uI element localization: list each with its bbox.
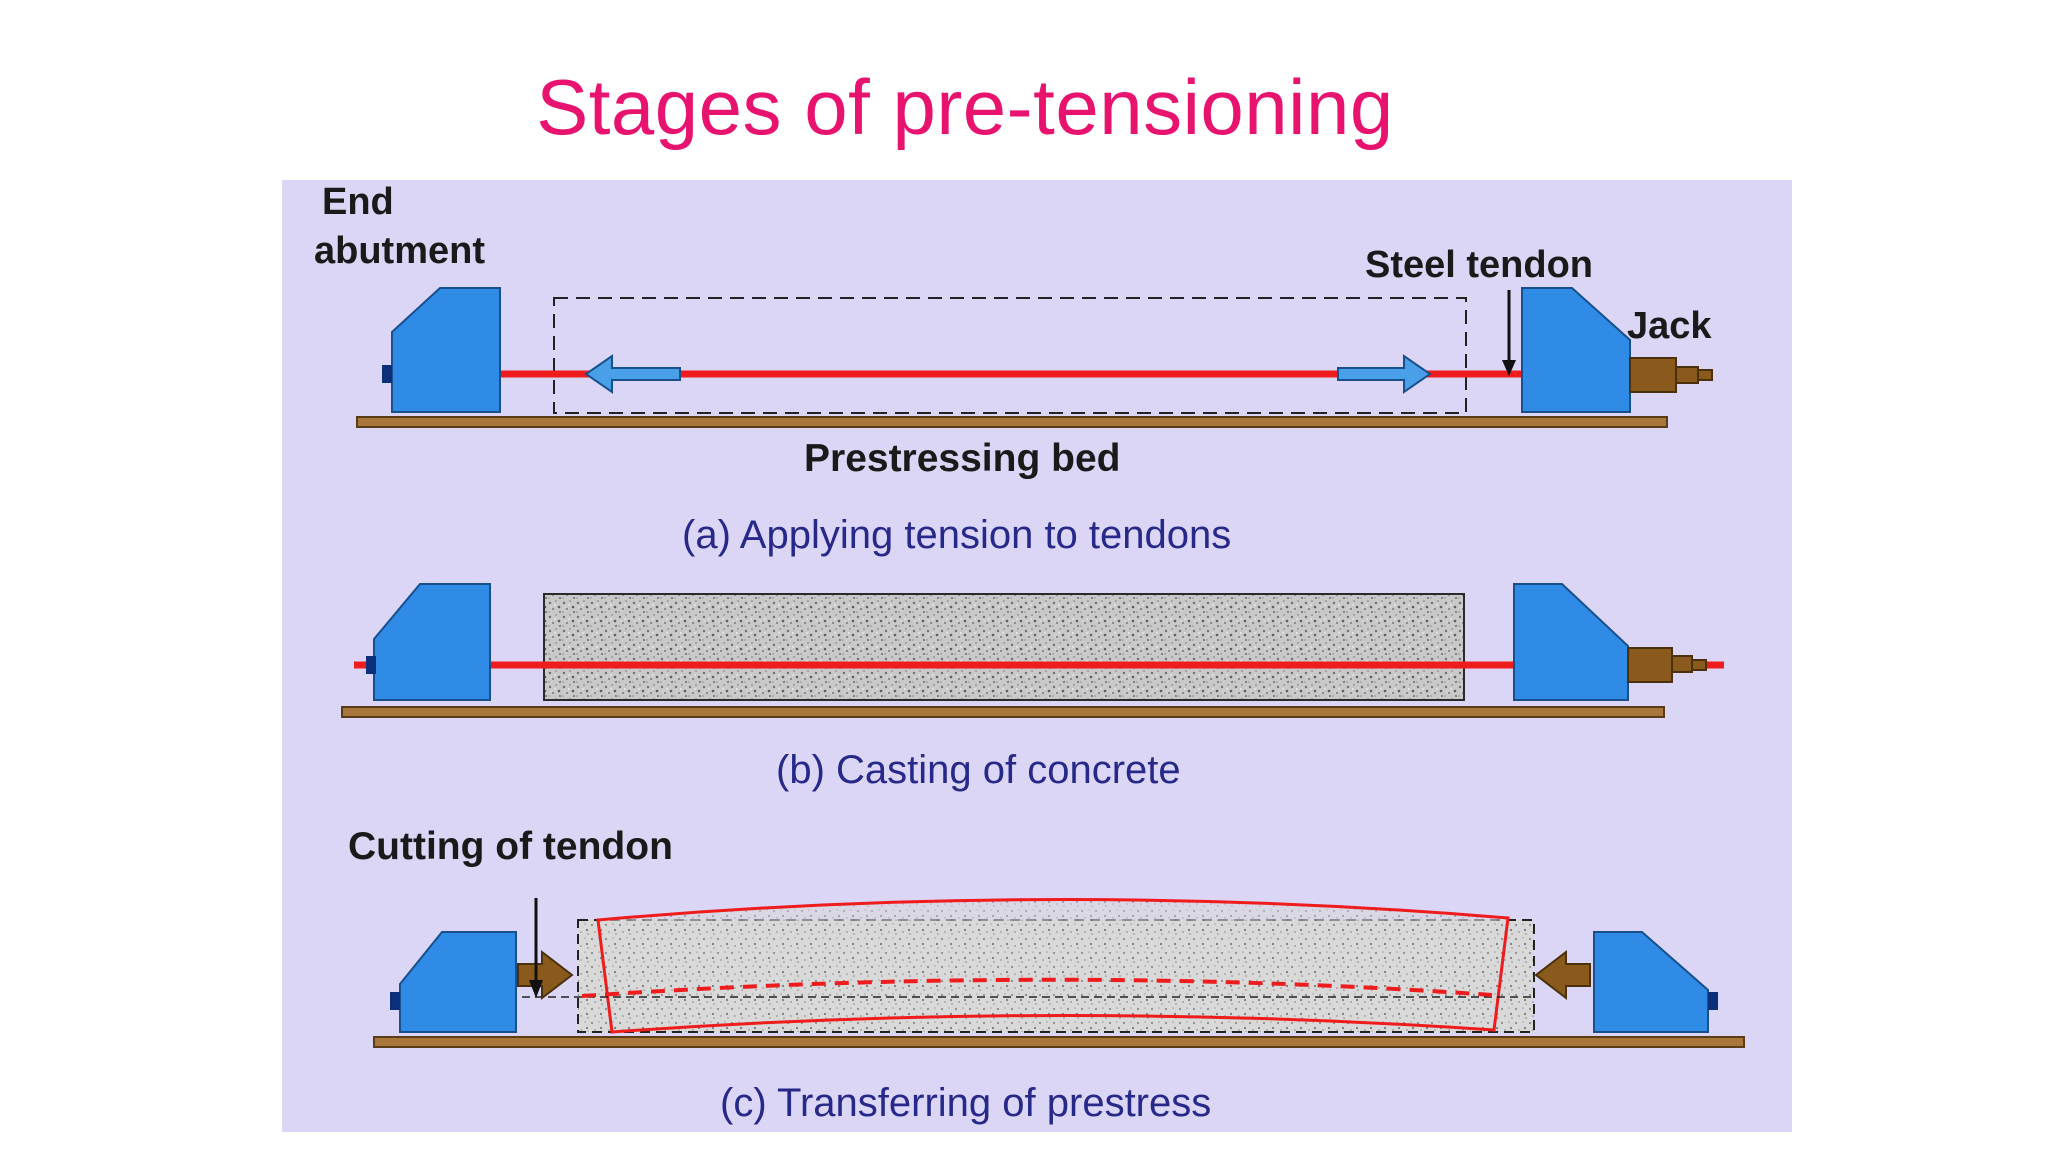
stage-c-group: Cutting of tendon (c) Transferring of pr…	[348, 825, 1745, 1125]
stage-a-group: End abutment Steel tendon Jack Prestress…	[314, 181, 1713, 557]
left-abutment-c	[399, 931, 517, 1033]
right-anchor-c	[1708, 992, 1718, 1010]
cutting-of-tendon-label: Cutting of tendon	[348, 825, 673, 868]
tension-arrow-right	[1337, 354, 1432, 394]
cutting-pointer-head	[529, 980, 543, 998]
steel-tendon-pointer-head	[1502, 360, 1516, 376]
formwork-outline-a	[553, 297, 1467, 414]
jack-body-a	[1629, 357, 1677, 393]
pretensioning-figure: End abutment Steel tendon Jack Prestress…	[282, 180, 1792, 1132]
stage-b-group: (b) Casting of concrete	[341, 583, 1724, 792]
left-abutment-a	[391, 287, 501, 413]
prestressing-bed-b	[341, 706, 1665, 718]
right-abutment-c	[1593, 931, 1709, 1033]
tension-arrow-left	[584, 354, 681, 394]
transfer-arrow-left	[517, 949, 574, 1001]
prestressing-bed-a	[356, 416, 1668, 428]
stage-c-caption: (c) Transferring of prestress	[720, 1081, 1211, 1125]
jack-piston-b	[1671, 655, 1693, 673]
left-anchor-c	[390, 992, 400, 1010]
jack-tip-b	[1691, 659, 1707, 671]
steel-tendon-label: Steel tendon	[1365, 244, 1593, 286]
stage-a-caption: (a) Applying tension to tendons	[682, 513, 1231, 557]
slide-title: Stages of pre-tensioning	[536, 63, 1394, 151]
cambered-beam-c	[596, 897, 1510, 1034]
jack-label: Jack	[1627, 305, 1712, 347]
tendon-c	[581, 977, 1493, 998]
prestressing-bed-label: Prestressing bed	[804, 437, 1120, 480]
jack-body-b	[1627, 647, 1673, 683]
end-label: End	[322, 181, 394, 223]
stage-b-caption: (b) Casting of concrete	[776, 748, 1181, 792]
pretensioning-diagram: End abutment Steel tendon Jack Prestress…	[282, 180, 1792, 1132]
concrete-beam-b	[543, 593, 1465, 701]
jack-tip-a	[1697, 369, 1713, 381]
left-anchor-b	[366, 656, 376, 674]
left-abutment-b	[373, 583, 491, 701]
prestressing-bed-c	[373, 1036, 1745, 1048]
jack-piston-a	[1675, 366, 1699, 384]
abutment-label: abutment	[314, 230, 485, 272]
transfer-arrow-right	[1534, 949, 1591, 1001]
left-anchor-a	[382, 365, 392, 383]
